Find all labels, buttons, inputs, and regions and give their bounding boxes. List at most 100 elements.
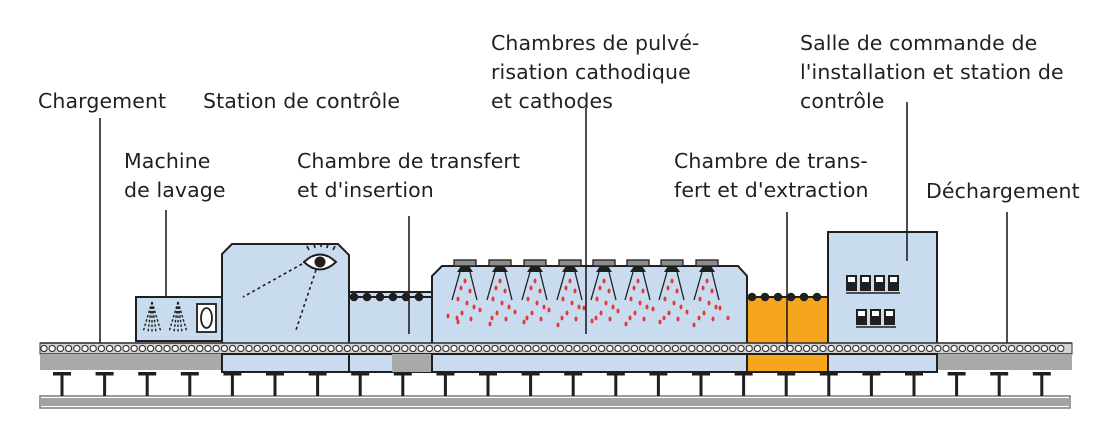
roller (89, 344, 97, 353)
roller (811, 344, 819, 353)
drive-wheel (786, 292, 796, 302)
support-leg (521, 372, 540, 396)
drive-wheel (414, 292, 424, 302)
cathode-icon (556, 259, 583, 301)
roller (187, 344, 196, 353)
roller (450, 344, 458, 353)
roller (655, 344, 663, 353)
roller (999, 344, 1008, 353)
roller (548, 344, 557, 353)
cathode-icon (693, 259, 720, 301)
roller (688, 344, 696, 353)
roller (606, 344, 614, 353)
roller (122, 344, 130, 353)
cathode-array (451, 259, 720, 301)
support-leg (138, 372, 157, 396)
support-leg (692, 372, 710, 396)
support-rail (39, 395, 1071, 409)
monitor-icon (888, 275, 899, 291)
roller (893, 344, 901, 353)
roller (253, 344, 261, 353)
label-salle-commande: Salle de commande de l'installation et s… (800, 31, 1064, 113)
support-leg (990, 372, 1009, 396)
roller (360, 344, 368, 353)
cathode-icon (451, 259, 478, 301)
roller (114, 344, 122, 353)
roller (630, 344, 639, 353)
roller (483, 344, 491, 353)
roller (1024, 344, 1032, 353)
conveyor-rollers (40, 344, 1065, 353)
support-leg (649, 372, 668, 396)
support-leg (223, 372, 242, 396)
monitor-icon (870, 309, 881, 325)
roller (753, 344, 762, 353)
label-chambre-transfert-insertion: Chambre de transfert et d'insertion (297, 149, 521, 202)
monitor-array (846, 275, 900, 328)
roller (368, 344, 376, 353)
drive-wheel (773, 292, 783, 302)
label-machine-lavage: Machine de lavage (124, 149, 226, 202)
roller (130, 344, 138, 353)
support-leg (777, 372, 796, 396)
roller (950, 344, 958, 353)
roller (392, 344, 401, 353)
roller (573, 344, 581, 353)
roller (679, 344, 688, 353)
support-leg (862, 372, 881, 396)
support-leg (436, 372, 455, 396)
support-leg (180, 372, 199, 396)
roller (204, 344, 212, 353)
support-leg (819, 372, 838, 396)
roller (991, 344, 999, 353)
roller (376, 344, 384, 353)
roller (220, 344, 229, 353)
roller (843, 344, 852, 353)
roller (343, 344, 352, 353)
drive-wheel (747, 292, 757, 302)
cathode-icon (624, 259, 651, 301)
roller (638, 344, 647, 353)
support-leg (1032, 372, 1051, 396)
roller (1040, 344, 1049, 353)
sputter-particles (446, 278, 730, 328)
roller (802, 344, 811, 353)
cathode-icon (521, 259, 548, 301)
roller (302, 344, 311, 353)
support-leg (947, 372, 966, 396)
roller (671, 344, 680, 353)
roller (507, 344, 516, 353)
roller (720, 344, 729, 353)
roller (442, 344, 450, 353)
roller (1048, 344, 1057, 353)
roller (335, 344, 343, 353)
roller (278, 344, 286, 353)
roller (524, 344, 532, 353)
roller (696, 344, 704, 353)
roller (827, 344, 835, 353)
roller (48, 344, 56, 353)
monitor-icon (856, 309, 867, 325)
roller (146, 344, 155, 353)
roller (163, 344, 171, 353)
roller (917, 344, 926, 353)
roller (819, 344, 827, 353)
roller (138, 344, 147, 353)
roller (466, 344, 475, 353)
roller (171, 344, 179, 353)
drive-wheels (349, 292, 829, 302)
conveyor-base (40, 354, 1072, 370)
monitor-icon (874, 275, 885, 291)
roller (105, 344, 114, 353)
module-bases (221, 353, 938, 373)
roller (786, 344, 794, 353)
roller (909, 344, 917, 353)
support-leg (734, 372, 753, 396)
roller (925, 344, 934, 353)
label-dechargement: Déchargement (926, 179, 1080, 203)
roller (745, 344, 753, 353)
roller (942, 344, 950, 353)
roller (1032, 344, 1040, 353)
roller (401, 344, 409, 353)
roller (212, 344, 220, 353)
